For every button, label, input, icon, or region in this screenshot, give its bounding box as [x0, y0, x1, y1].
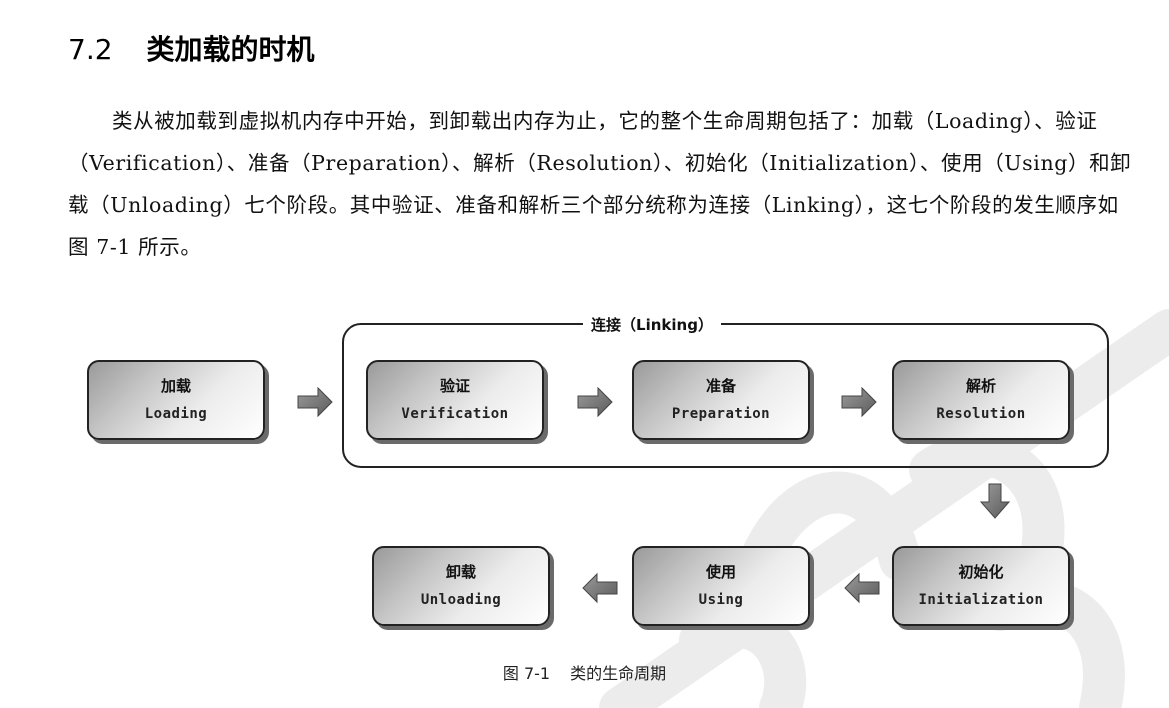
figure-caption-number: 图 7-1: [502, 664, 551, 683]
arrow-right-icon: [297, 386, 333, 418]
stage-name-en: Using: [698, 592, 744, 608]
arrow-left-icon: [582, 572, 618, 604]
arrow-down-icon: [979, 483, 1011, 519]
stage-unloading: 卸载 Unloading: [372, 546, 550, 626]
stage-name-zh: 准备: [705, 377, 736, 395]
stage-name-zh: 初始化: [958, 563, 1004, 581]
section-number: 7.2: [68, 33, 113, 66]
stage-name-en: Initialization: [918, 592, 1044, 608]
body-paragraph: 类从被加载到虚拟机内存中开始，到卸载出内存为止，它的整个生命周期包括了：加载（L…: [68, 109, 1132, 259]
stage-name-en: Preparation: [671, 406, 771, 422]
stage-preparation: 准备 Preparation: [632, 360, 810, 440]
stage-verification: 验证 Verification: [366, 360, 544, 440]
stage-name-zh: 使用: [705, 563, 736, 581]
stage-name-zh: 解析: [965, 377, 996, 395]
stage-name-zh: 加载: [160, 377, 191, 395]
stage-name-zh: 验证: [439, 377, 470, 395]
stage-name-en: Loading: [144, 406, 208, 422]
stage-name-en: Resolution: [936, 406, 1026, 422]
arrow-right-icon: [577, 386, 613, 418]
arrow-left-icon: [844, 572, 880, 604]
stage-resolution: 解析 Resolution: [892, 360, 1070, 440]
stage-loading: 加载 Loading: [87, 360, 265, 440]
section-title: 类加载的时机: [146, 33, 315, 66]
figure-caption-text: 类的生命周期: [570, 664, 667, 683]
stage-name-en: Verification: [401, 406, 509, 422]
figure-caption: 图 7-1 类的生命周期: [0, 660, 1169, 684]
stage-name-zh: 卸载: [445, 563, 476, 581]
stage-initialization: 初始化 Initialization: [892, 546, 1070, 626]
stage-using: 使用 Using: [632, 546, 810, 626]
linking-group-label: 连接（Linking）: [135, 314, 1169, 335]
linking-group-frame: [342, 323, 1109, 468]
section-heading: 7.2 类加载的时机: [68, 28, 315, 68]
stage-name-en: Unloading: [420, 592, 502, 608]
arrow-right-icon: [841, 386, 877, 418]
